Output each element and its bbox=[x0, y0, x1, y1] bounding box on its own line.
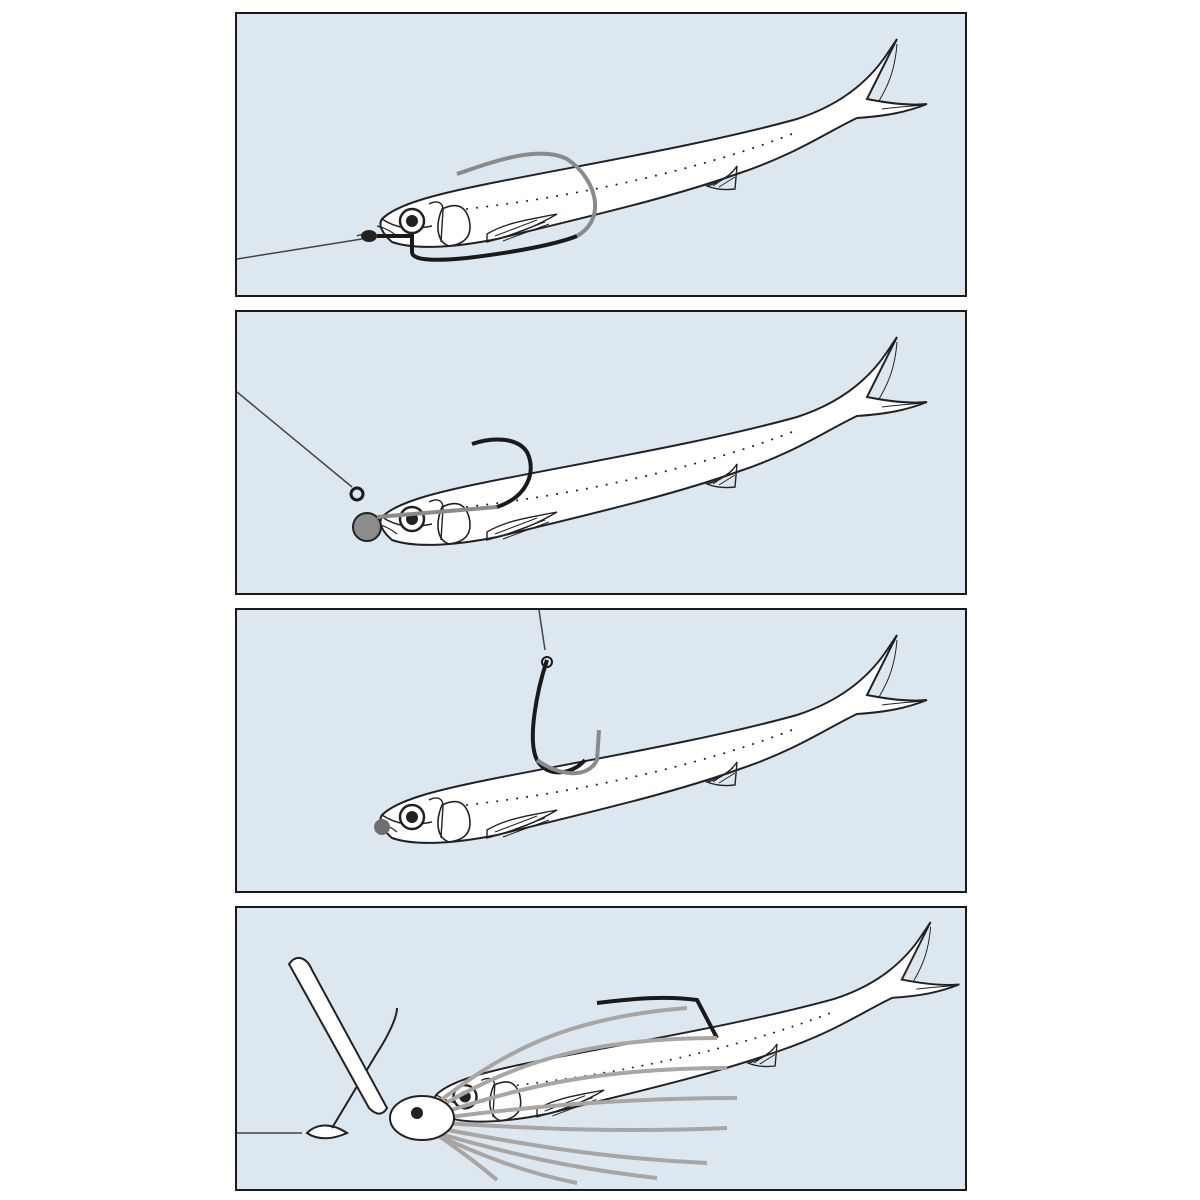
hook-eye bbox=[541, 656, 553, 668]
panel-weedless-hook-rig bbox=[235, 12, 967, 297]
skirt bbox=[425, 1006, 738, 1185]
swimbait-lure bbox=[375, 37, 929, 249]
hook-exposed-point bbox=[471, 437, 533, 509]
spinnerbait-eye bbox=[411, 1107, 423, 1119]
swimbait-lure bbox=[375, 335, 929, 547]
jighead-eye bbox=[349, 486, 365, 502]
spinnerbait-head bbox=[389, 1095, 455, 1141]
panel-spinnerbait-rig bbox=[235, 906, 967, 1191]
jighead-weight bbox=[352, 512, 382, 542]
spinner-arm bbox=[331, 1007, 398, 1129]
hook-shank-hidden bbox=[376, 505, 498, 519]
fishing-line bbox=[237, 238, 363, 260]
drop-shot-hook bbox=[530, 659, 587, 775]
panel-jighead-rig bbox=[235, 310, 967, 595]
bullet-weight bbox=[361, 230, 377, 242]
fishing-line bbox=[538, 610, 546, 651]
snap-clip bbox=[305, 1124, 350, 1140]
spinnerbait-hook bbox=[596, 995, 719, 1039]
lure-nose bbox=[374, 819, 390, 835]
panel-drop-shot-rig bbox=[235, 608, 967, 893]
hook-hidden-part bbox=[535, 729, 601, 776]
swimbait-lure bbox=[375, 633, 929, 845]
fishing-line bbox=[237, 391, 353, 488]
hook-hidden-part bbox=[456, 151, 597, 238]
spinner-blade bbox=[287, 956, 389, 1115]
hook-visible-part bbox=[377, 234, 578, 262]
